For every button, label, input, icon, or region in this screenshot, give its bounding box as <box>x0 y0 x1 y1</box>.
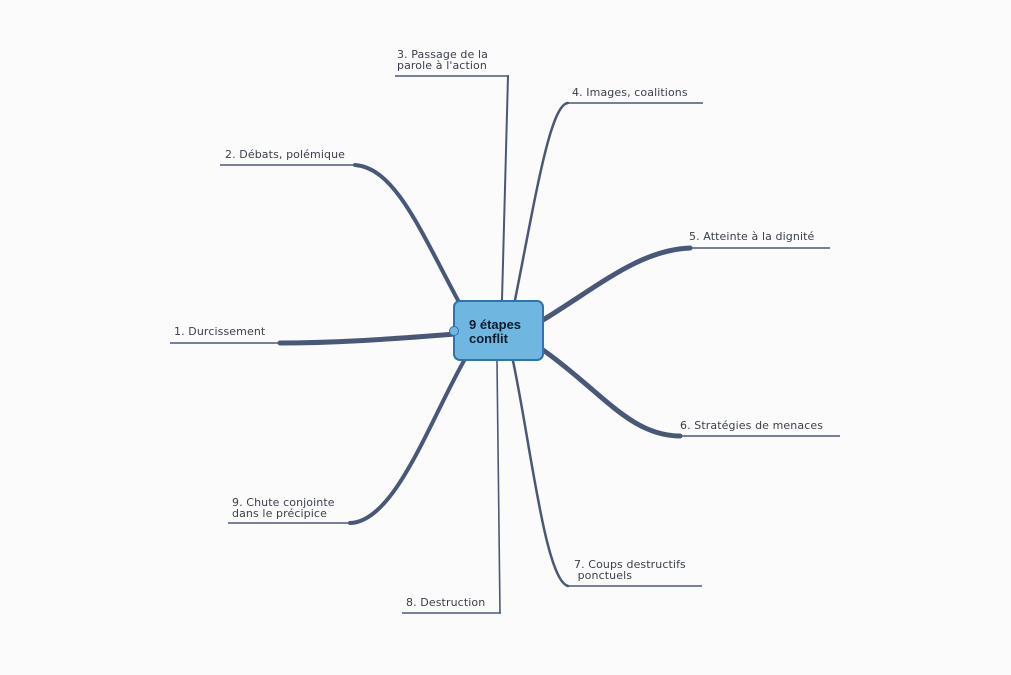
branch-5-connector <box>540 245 830 323</box>
central-topic-title: 9 étapes conflit <box>469 317 522 346</box>
branch-label-coups-destructifs[interactable]: 7. Coups destructifs ponctuels <box>574 558 686 582</box>
branch-3-connector <box>395 75 509 301</box>
branch-4-connector <box>513 101 703 302</box>
branch-label-debats-polemique[interactable]: 2. Débats, polémique <box>225 148 346 161</box>
branch-1-connector <box>170 331 458 346</box>
branch-label-strategies-menaces[interactable]: 6. Stratégies de menaces <box>680 419 824 432</box>
central-topic-node[interactable]: 9 étapes conflit <box>449 300 544 361</box>
branch-8-connector <box>402 360 501 614</box>
branch-label-destruction[interactable]: 8. Destruction <box>406 596 486 609</box>
branch-label-images-coalitions[interactable]: 4. Images, coalitions <box>572 86 688 99</box>
branch-2-connector <box>220 163 462 306</box>
branch-7-connector <box>511 359 702 588</box>
branch-label-chute-conjointe[interactable]: 9. Chute conjointe dans le précipice <box>232 496 335 520</box>
branch-label-durcissement[interactable]: 1. Durcissement <box>174 325 266 338</box>
branch-9-connector <box>228 357 467 525</box>
node-connector-handle[interactable] <box>449 326 459 336</box>
branch-6-connector <box>540 347 840 439</box>
branch-label-passage-parole-action[interactable]: 3. Passage de la parole à l'action <box>397 48 488 72</box>
branch-label-atteinte-dignite[interactable]: 5. Atteinte à la dignité <box>689 230 815 243</box>
